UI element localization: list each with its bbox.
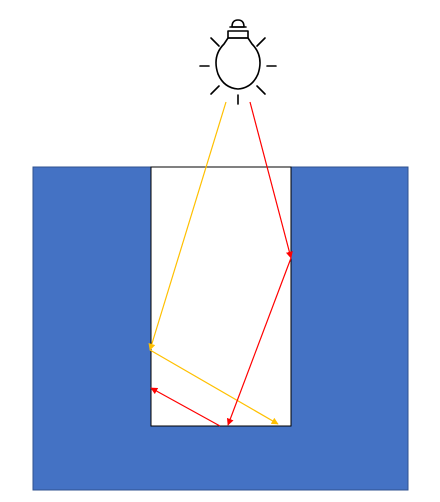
yellow-ray xyxy=(148,101,279,425)
white-cavity xyxy=(150,166,292,427)
light-bulb-icon xyxy=(199,19,277,105)
bulb-cap xyxy=(231,19,245,28)
bulb-glass xyxy=(215,37,261,90)
red-ray-segment-2 xyxy=(226,257,292,426)
red-ray-segment-3 xyxy=(150,387,221,427)
yellow-ray-segment-2 xyxy=(149,349,279,425)
bulb-ray-top-left xyxy=(210,37,220,47)
red-ray xyxy=(150,101,293,427)
bulb-ray-bottom-right xyxy=(256,85,266,95)
bulb-base xyxy=(227,30,249,39)
red-ray-segment-1 xyxy=(249,101,293,259)
bulb-ray-bottom-left xyxy=(210,85,220,95)
bulb-ray-top-right xyxy=(256,37,266,47)
yellow-ray-segment-1 xyxy=(148,101,227,351)
